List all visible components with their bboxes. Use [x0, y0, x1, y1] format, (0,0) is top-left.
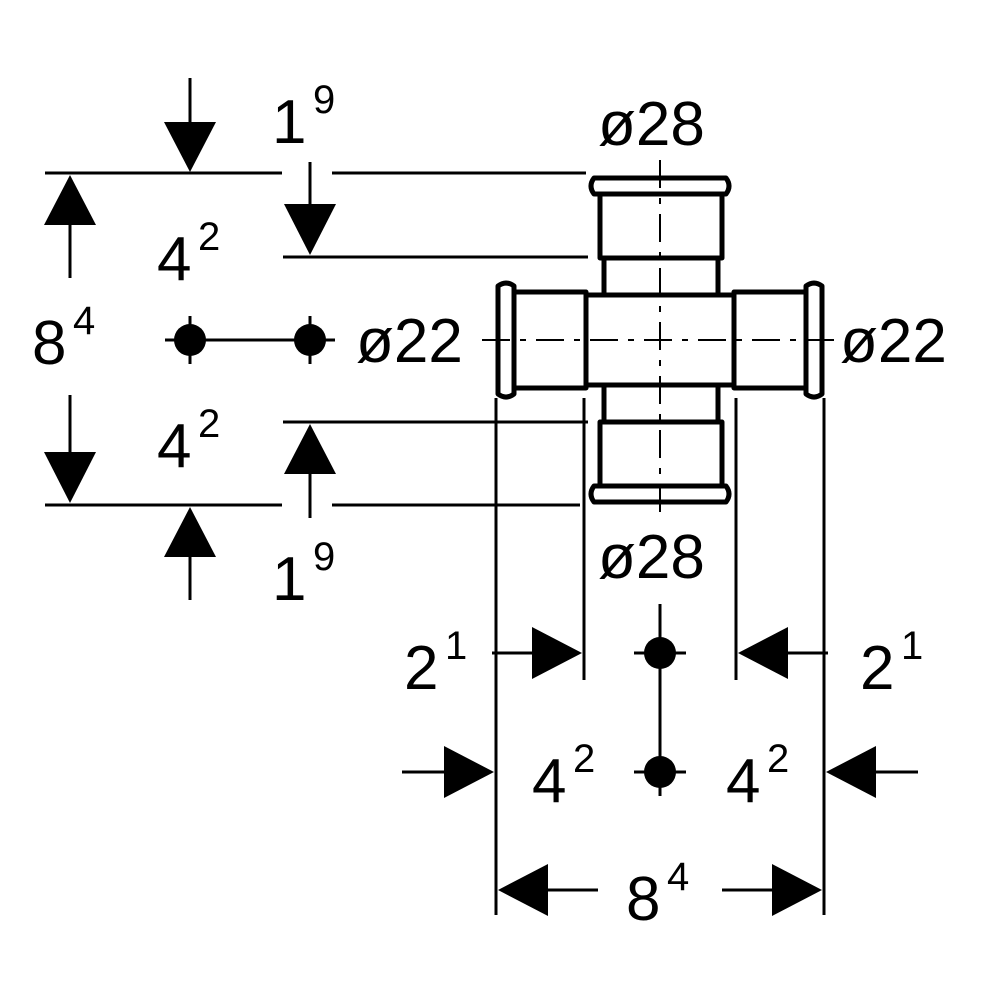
cross-fitting [482, 160, 840, 520]
label-top-offset-base: 1 [272, 88, 306, 157]
label-right-half-sup: 2 [767, 737, 789, 781]
point-marker-icon [644, 637, 676, 669]
label-bottom-offset-sup: 9 [313, 535, 335, 579]
label-total-height-sup: 4 [73, 299, 95, 343]
point-marker-icon [644, 756, 676, 788]
arrow-left-icon [498, 864, 548, 916]
label-top-offset-sup: 9 [313, 78, 335, 122]
arrow-down-icon [44, 452, 96, 503]
label-left-offset-base: 2 [404, 634, 438, 703]
arrow-left-icon [738, 627, 788, 679]
label-left-offset-sup: 1 [445, 624, 467, 668]
label-total-height-base: 8 [32, 309, 66, 378]
arrow-left-icon [826, 746, 876, 798]
vertical-dimension-points [174, 324, 326, 356]
label-right-offset-sup: 1 [901, 624, 923, 668]
arrow-right-icon [444, 746, 494, 798]
label-upper-half-base: 4 [157, 225, 191, 294]
label-total-width-sup: 4 [667, 855, 689, 899]
arrow-down-icon [284, 204, 336, 255]
arrow-up-icon [44, 175, 96, 225]
vertical-dimension-arrows [44, 78, 336, 600]
horizontal-dimension-points [644, 637, 676, 788]
point-marker-icon [174, 324, 206, 356]
label-lower-half-sup: 2 [198, 402, 220, 446]
point-marker-icon [294, 324, 326, 356]
label-lower-half-base: 4 [157, 412, 191, 481]
label-total-width-base: 8 [626, 865, 660, 934]
label-diameter-bottom: ø28 [598, 523, 705, 592]
label-right-offset-base: 2 [860, 634, 894, 703]
label-bottom-offset-base: 1 [272, 545, 306, 614]
arrow-up-icon [284, 424, 336, 474]
label-diameter-left: ø22 [356, 307, 463, 376]
label-left-half-base: 4 [532, 747, 566, 816]
label-diameter-right: ø22 [840, 307, 947, 376]
label-diameter-top: ø28 [598, 90, 705, 159]
arrow-right-icon [772, 864, 822, 916]
horizontal-dimension-arrows [402, 627, 918, 916]
arrow-up-icon [164, 507, 216, 557]
arrow-down-icon [164, 122, 216, 172]
dimension-labels: 1 9 4 2 8 4 4 2 1 9 ø28 ø28 ø22 ø22 2 1 … [32, 78, 947, 934]
arrow-right-icon [532, 627, 582, 679]
label-upper-half-sup: 2 [198, 215, 220, 259]
label-right-half-base: 4 [726, 747, 760, 816]
label-left-half-sup: 2 [573, 737, 595, 781]
